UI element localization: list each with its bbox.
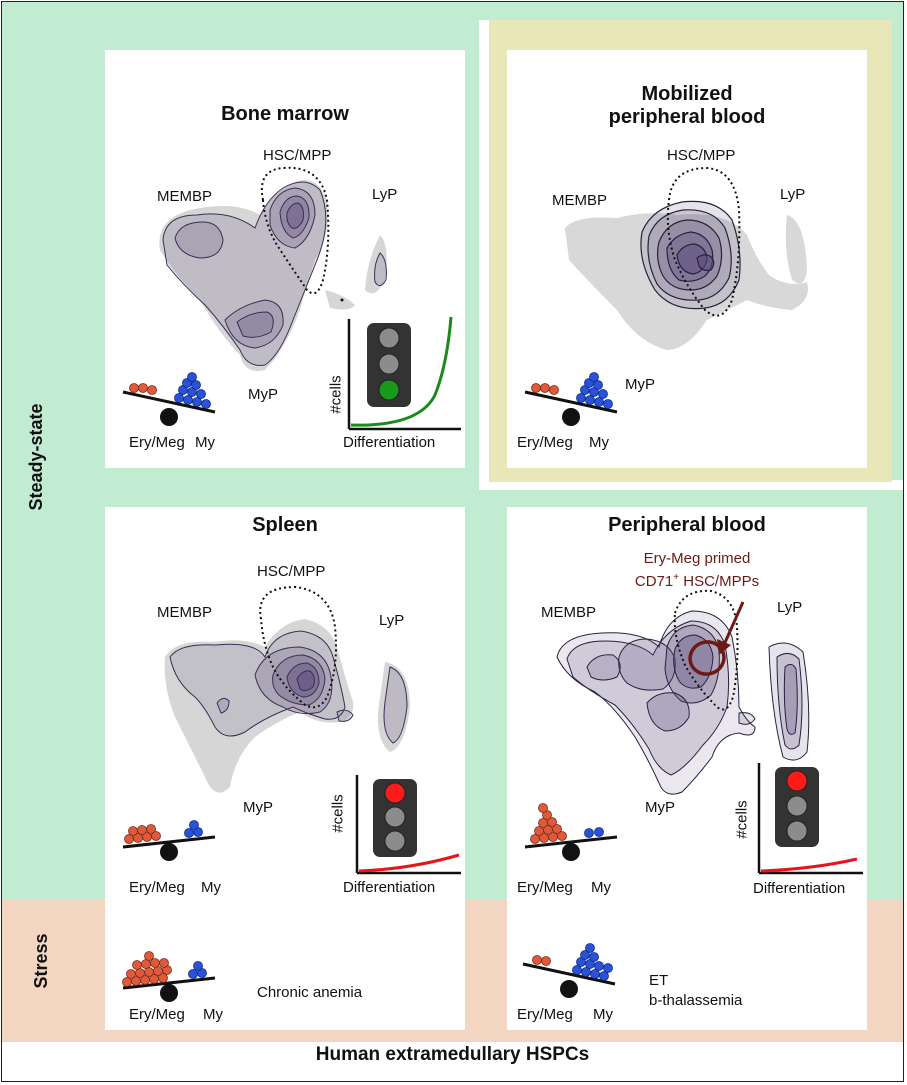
balance-left-label: Ery/Meg (517, 434, 573, 451)
hsc-mpp-outline (673, 589, 739, 711)
figure-footer: Human extramedullary HSPCs (315, 1044, 590, 1065)
balance-scale (522, 943, 616, 998)
balance-scale (524, 372, 618, 426)
differentiation-graph (355, 775, 461, 875)
graph-ylabel: #cells (329, 794, 347, 833)
panel-title: Spleen (252, 514, 318, 536)
annotation-arrow (721, 601, 745, 648)
density-contours (162, 181, 387, 366)
balance-scale (524, 803, 618, 861)
label-membp: MEMBP (541, 604, 597, 621)
ery-meg-primed-circle (688, 640, 726, 676)
density-contours (169, 630, 408, 744)
balance-right-label: My (589, 434, 609, 451)
panel-title-line2: peripheral blood (608, 106, 766, 128)
panel-title: Bone marrow (221, 103, 349, 125)
hsc-mpp-outline (666, 166, 741, 317)
label-myp: MyP (625, 376, 655, 393)
panel-stress-left: Ery/Meg My Chronic anemia (105, 900, 465, 1030)
white-divider (479, 20, 489, 490)
differentiation-graph (757, 763, 863, 875)
balance-scale (122, 820, 216, 861)
condition-chronic-anemia: Chronic anemia (257, 984, 363, 1001)
panel-mobilized-pb: Mobilized peripheral blood HSC/MPP MEMBP… (507, 50, 867, 468)
steady-state-label: Steady-state (26, 403, 46, 511)
label-membp: MEMBP (157, 188, 213, 205)
balance-left-label: Ery/Meg (129, 434, 185, 451)
density-plot (159, 166, 387, 371)
label-myp: MyP (248, 386, 278, 403)
label-myp: MyP (243, 799, 273, 816)
panel-title: Peripheral blood (608, 514, 766, 536)
label-membp: MEMBP (157, 604, 213, 621)
label-hsc-mpp: HSC/MPP (257, 563, 326, 580)
balance-right-label: My (591, 879, 611, 896)
graph-xlabel: Differentiation (343, 434, 436, 451)
balance-right-label: My (201, 879, 221, 896)
graph-ylabel: #cells (733, 800, 751, 839)
density-plot (164, 585, 410, 793)
white-divider-h (479, 480, 903, 490)
balance-scale (122, 372, 216, 426)
balance-left-label: Ery/Meg (129, 879, 185, 896)
graph-xlabel: Differentiation (753, 880, 846, 897)
panel-peripheral-blood: Peripheral blood Ery-Meg primed CD71+ HS… (507, 507, 867, 900)
density-plot (565, 166, 808, 350)
panel-bone-marrow: Bone marrow HSC/MPP MEMBP LyP MyP (105, 50, 465, 468)
stress-label: Stress (31, 933, 51, 989)
label-lyp: LyP (777, 599, 803, 616)
balance-right-label: My (203, 1006, 223, 1023)
panel-title-line1: Mobilized (641, 83, 733, 105)
condition-b-thalassemia: b-thalassemia (649, 992, 743, 1009)
hsc-mpp-outline (261, 166, 330, 295)
label-hsc-mpp: HSC/MPP (667, 147, 736, 164)
panel-spleen: Spleen HSC/MPP MEMBP LyP MyP (105, 507, 465, 900)
balance-left-label: Ery/Meg (129, 1006, 185, 1023)
label-hsc-mpp: HSC/MPP (263, 147, 332, 164)
density-plot (556, 589, 810, 795)
density-contours (640, 200, 741, 310)
scatter-cloud (159, 180, 387, 371)
label-myp: MyP (645, 799, 675, 816)
hsc-mpp-outline (259, 585, 337, 709)
differentiation-graph (347, 316, 461, 431)
annotation-ery-meg-primed: Ery-Meg primed CD71+ HSC/MPPs (634, 550, 760, 590)
balance-scale (122, 951, 216, 1002)
graph-ylabel: #cells (327, 375, 345, 414)
graph-xlabel: Differentiation (343, 879, 436, 896)
label-lyp: LyP (379, 612, 405, 629)
balance-right-label: My (593, 1006, 613, 1023)
balance-left-label: Ery/Meg (517, 1006, 573, 1023)
label-membp: MEMBP (552, 192, 608, 209)
label-lyp: LyP (780, 186, 806, 203)
panel-stress-right: Ery/Meg My ET b-thalassemia (507, 900, 867, 1030)
label-lyp: LyP (372, 186, 398, 203)
condition-et: ET (649, 972, 669, 989)
balance-left-label: Ery/Meg (517, 879, 573, 896)
balance-right-label: My (195, 434, 215, 451)
